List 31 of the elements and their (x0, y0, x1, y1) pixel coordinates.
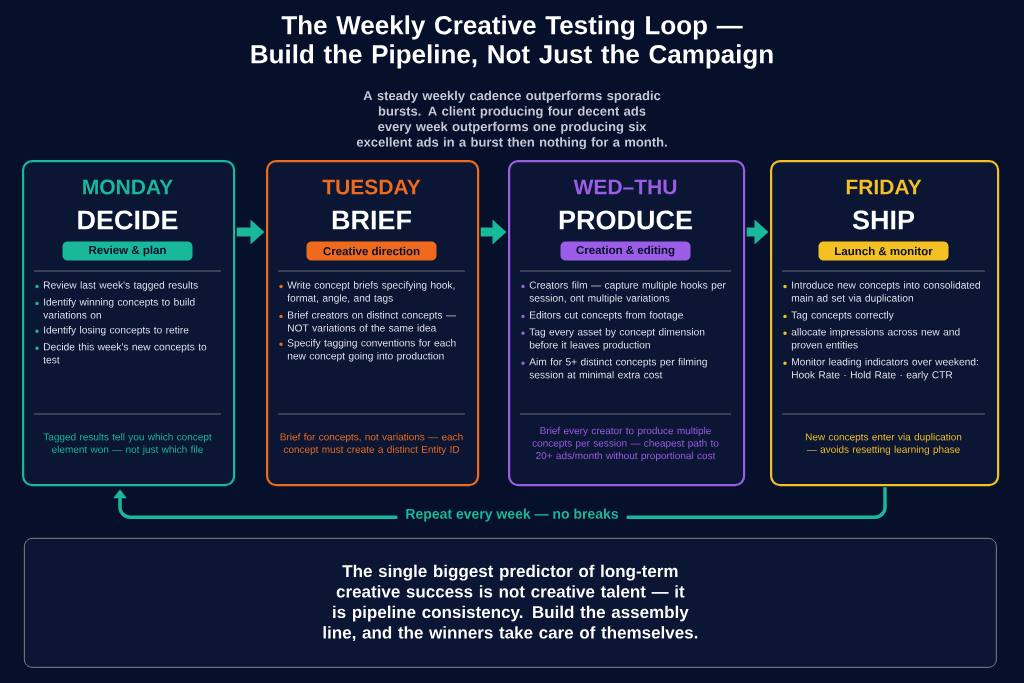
bullet-item: Aim for 5+ distinct concepts per filming session at minimal extra cost (521, 357, 707, 379)
bullet-item: Monitor leading indicators over weekend: Hook Rate · Hold Rate · early CTR (783, 357, 978, 381)
bullet-item: Tag every asset by concept dimension before it leaves production (521, 328, 705, 351)
bullet-item: Identify losing concepts to retire (35, 326, 189, 336)
takeaway-note: Brief every creator to produce multiple concepts per session — cheapest path to 20+ ads/month without proportional cost (532, 426, 719, 462)
bullet-item: allocate impressions across new and proven entities (783, 328, 960, 351)
phase-title: DECIDE (78, 210, 178, 230)
bullet-item: Write concept briefs specifying hook, format, angle, and tags (279, 281, 455, 304)
bullet-item: Brief creators on distinct concepts — NOT variations of the same idea (279, 311, 457, 332)
takeaway-note: Tagged results tell you which concept element won — not just which file (43, 433, 212, 455)
bullet-item: Introduce new concepts into consolidated main ad set via duplication (783, 281, 980, 304)
bullet-item: Specify tagging conventions for each new concept going into production (279, 339, 456, 362)
bullet-item: Creators film — capture multiple hooks per session, ont multiple variations (521, 281, 726, 304)
day-heading: FRIDAY (846, 179, 922, 195)
phase-title: SHIP (852, 210, 915, 230)
takeaway-note: Brief for concepts, not variations — each concept must create a distinct Entity ID (280, 433, 463, 455)
quote-box: The single biggest predictor of long-term creative success is not creative talent — it is pipeline consistency. Build the assembly line, and the winners take care of themselves. (24, 538, 997, 668)
bullet-item: Identify winning concepts to build variations on (35, 298, 195, 319)
bullet-item: Review last week's tagged results (35, 281, 198, 291)
bullet-item: Tag concepts correctly (783, 311, 894, 321)
day-heading: MONDAY (83, 179, 173, 195)
phase-title: BRIEF (332, 210, 411, 230)
day-heading: TUESDAY (322, 179, 421, 195)
day-heading: WED–THU (573, 179, 677, 195)
takeaway-note: New concepts enter via duplication — avoids resetting learning phase (805, 433, 962, 455)
title: The Weekly Creative Testing Loop — Build the Pipeline, Not Just the Campaign (251, 15, 773, 69)
phase-title: PRODUCE (559, 210, 692, 230)
bullet-item: Decide this week's new concepts to test (35, 342, 207, 364)
edge-label: Repeat every week — no breaks (397, 506, 627, 524)
bullet-item: Editors cut concepts from footage (521, 311, 683, 321)
subtitle: A steady weekly cadence outperforms sporadic bursts. A client producing four decent ads every week outperforms one producing six excellent ads in a burst then nothing for a month. (356, 90, 667, 150)
